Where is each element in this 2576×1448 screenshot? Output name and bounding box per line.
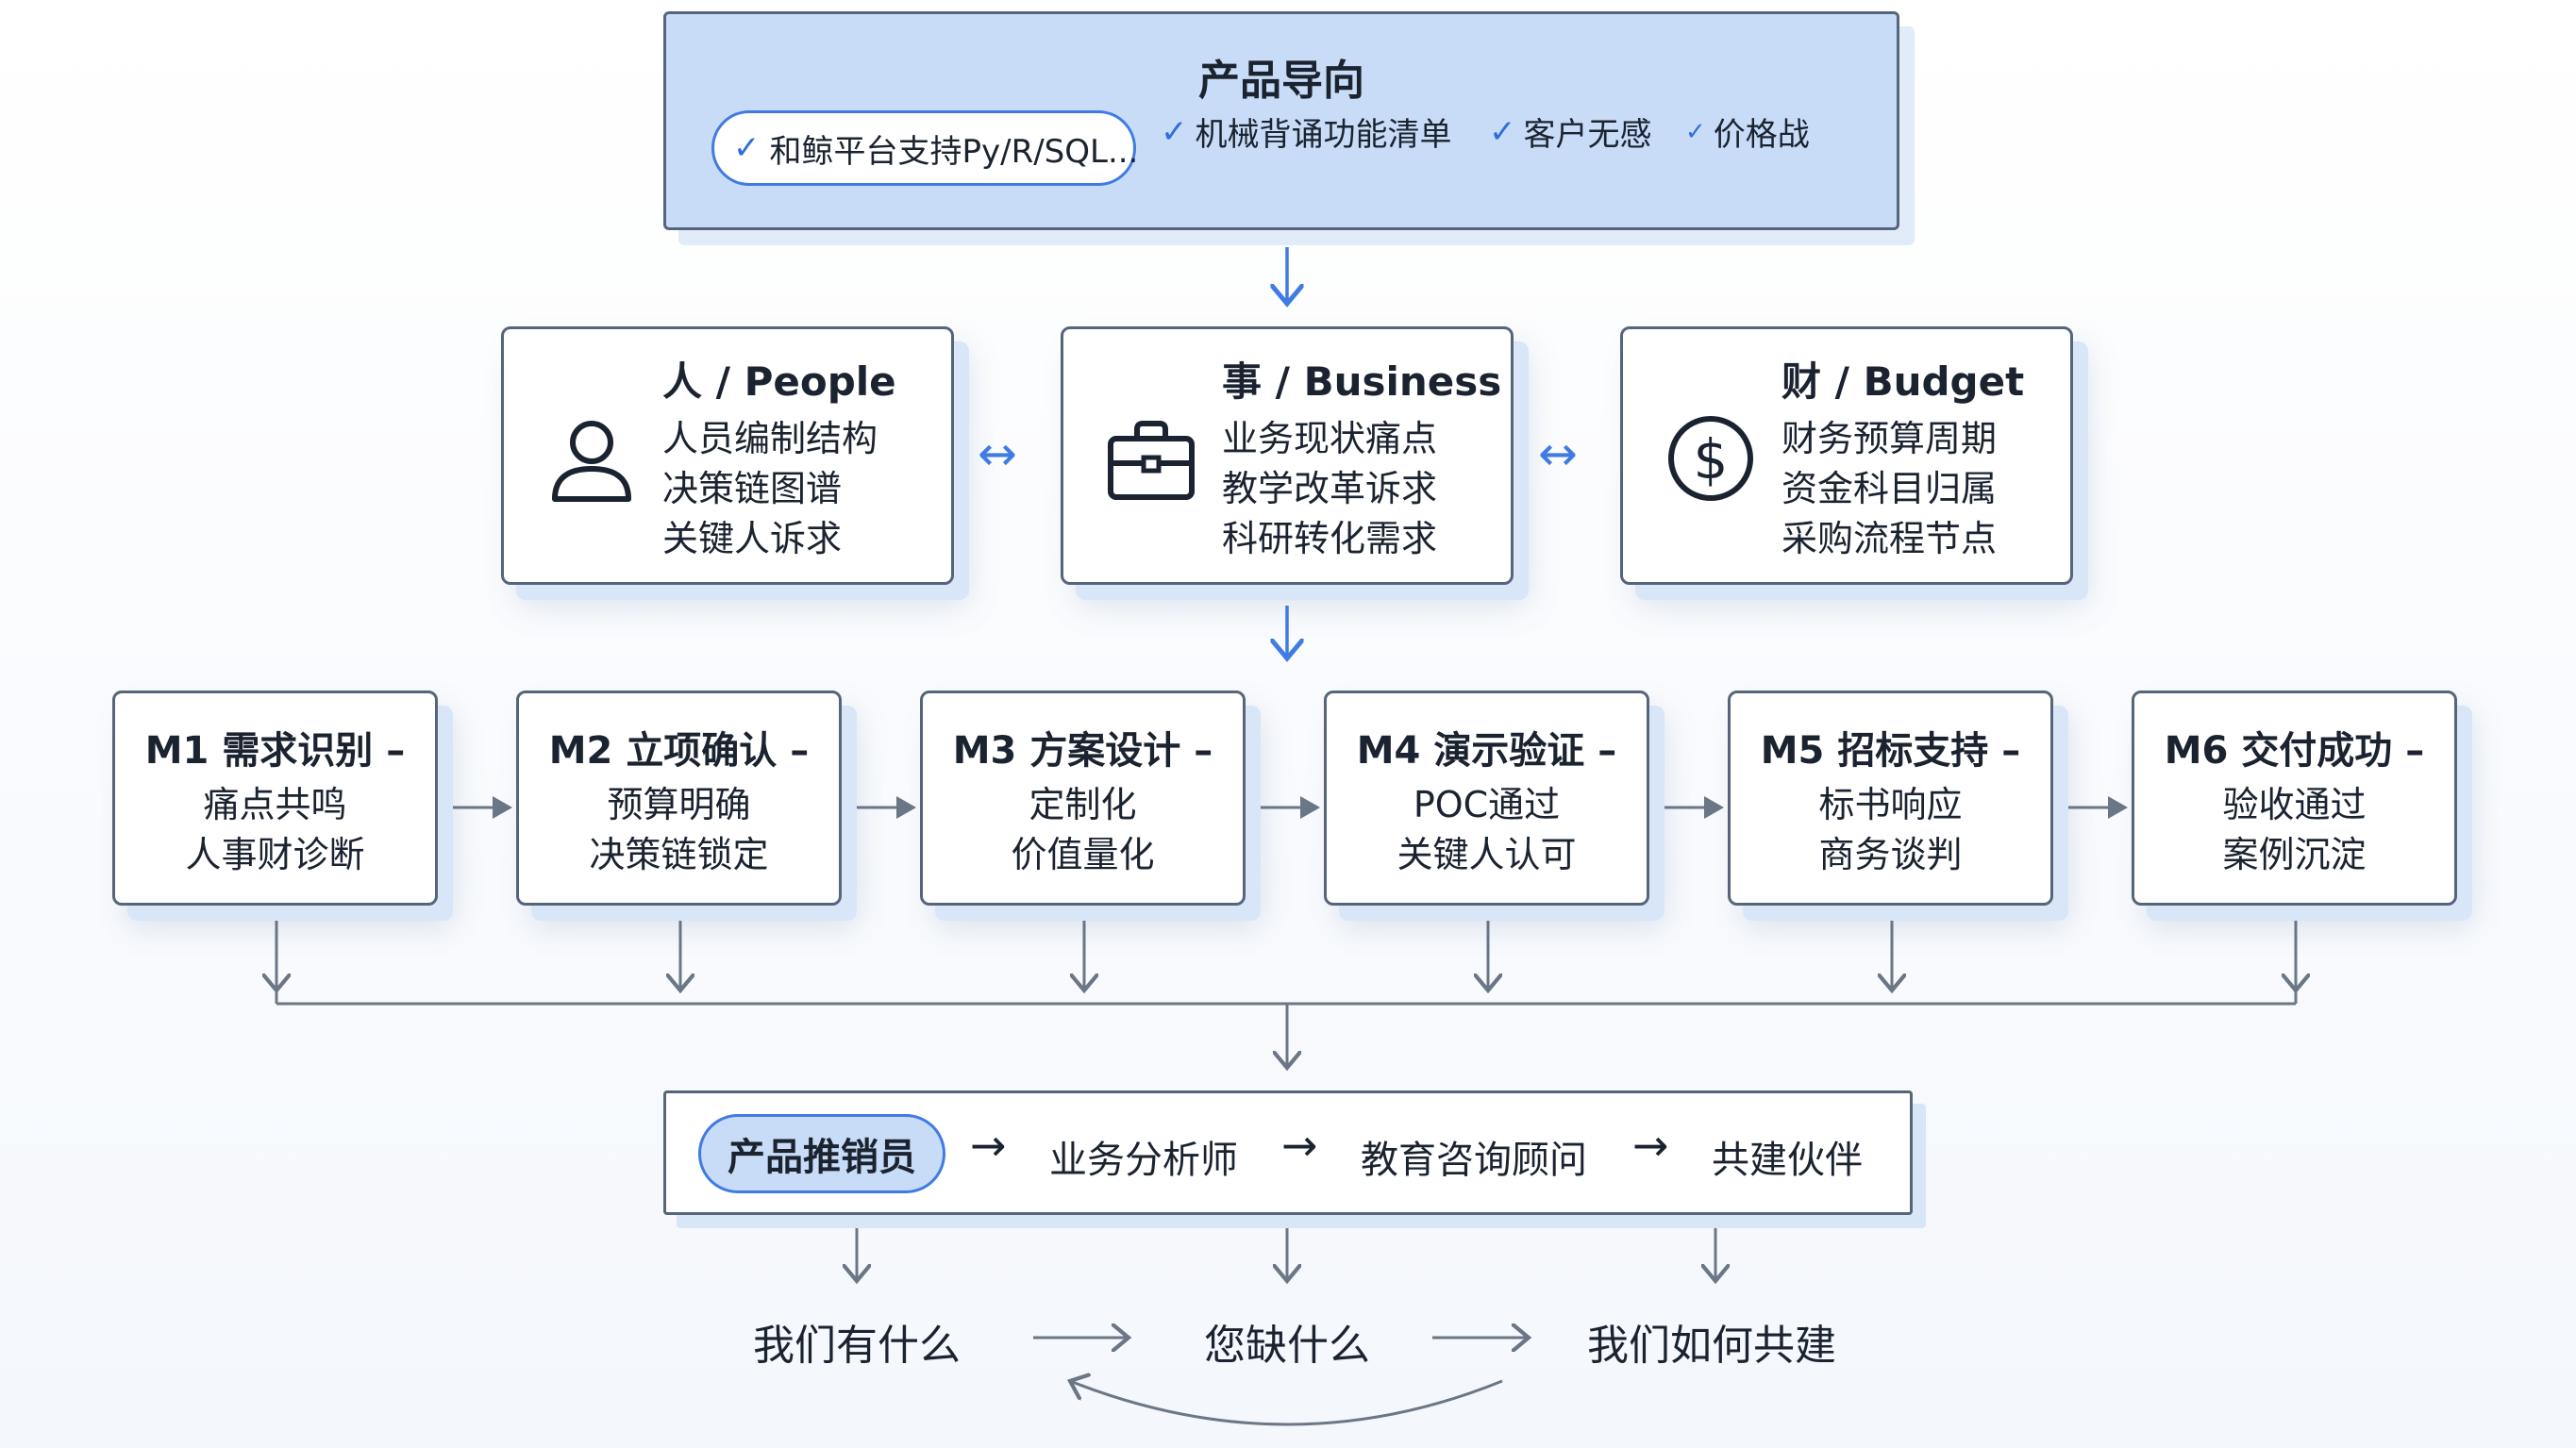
pillar-title: 人 / People	[662, 358, 896, 405]
check-icon: ✓	[1161, 112, 1188, 151]
pillar-line: 决策链图谱	[662, 468, 843, 509]
pillar-lines: 业务现状痛点 教学改革诉求 科研转化需求	[1222, 414, 1437, 564]
check-icon: ✓	[733, 129, 761, 167]
pillar-people: 人 / People 人员编制结构 决策链图谱 关键人诉求	[501, 326, 954, 585]
milestone-lines: POC通过 关键人认可	[1327, 780, 1647, 880]
milestone-title: M1 需求识别 –	[144, 729, 406, 773]
milestone-line: 价值量化	[1011, 834, 1155, 875]
pillar-line: 资金科目归属	[1781, 468, 1998, 509]
pillar-lines: 财务预算周期 资金科目归属 采购流程节点	[1781, 414, 1997, 564]
tag-customer-indifferent: ✓ 客户无感	[1489, 108, 1652, 155]
pillar-title: 事 / Business	[1222, 358, 1502, 405]
tag-pill-platform-support: ✓ 和鲸平台支持Py/R/SQL...	[711, 110, 1139, 186]
dollar-icon: $	[1668, 416, 1753, 501]
milestone-m1: M1 需求识别 – 痛点共鸣 人事财诊断	[112, 691, 438, 906]
double-arrow-people-business: ↔	[978, 426, 1017, 481]
milestone-title: M3 方案设计 –	[952, 729, 1213, 773]
person-icon	[552, 421, 631, 502]
milestone-line: 痛点共鸣	[203, 784, 347, 825]
pillar-line: 财务预算周期	[1781, 418, 1998, 459]
double-arrow-business-budget: ↔	[1538, 426, 1578, 481]
milestone-m4: M4 演示验证 – POC通过 关键人认可	[1324, 691, 1649, 906]
milestone-title: M6 交付成功 –	[2164, 729, 2425, 773]
tag-label: 和鲸平台支持Py/R/SQL...	[769, 132, 1139, 171]
milestone-line: 定制化	[1029, 784, 1137, 825]
milestone-title: M2 立项确认 –	[548, 729, 810, 773]
milestone-lines: 定制化 价值量化	[923, 780, 1243, 880]
milestone-m5: M5 招标支持 – 标书响应 商务谈判	[1728, 691, 2053, 906]
milestone-title: M5 招标支持 –	[1760, 729, 2021, 773]
bottom-step-co-build: 我们如何共建	[1587, 1322, 1836, 1370]
pillar-line: 关键人诉求	[662, 518, 843, 559]
check-icon: ✓	[1489, 112, 1516, 151]
role-arrow: →	[1281, 1120, 1318, 1171]
role-step: 教育咨询顾问	[1361, 1139, 1587, 1182]
milestone-line: 验收通过	[2222, 784, 2367, 825]
pillar-line: 业务现状痛点	[1222, 418, 1438, 459]
milestone-line: 人事财诊断	[185, 834, 365, 875]
milestone-line: 商务谈判	[1818, 834, 1963, 875]
milestone-line: 标书响应	[1818, 784, 1963, 825]
milestone-title: M4 演示验证 –	[1356, 729, 1617, 773]
role-arrow: →	[970, 1120, 1007, 1171]
product-orientation-banner: 产品导向 ✓ 和鲸平台支持Py/R/SQL... ✓ 机械背诵功能清单 ✓ 客户…	[663, 11, 1899, 230]
pillar-line: 科研转化需求	[1222, 518, 1438, 559]
milestone-line: POC通过	[1413, 784, 1561, 825]
briefcase-icon	[1108, 421, 1195, 500]
tag-label: 机械背诵功能清单	[1195, 116, 1452, 154]
milestone-lines: 痛点共鸣 人事财诊断	[115, 780, 435, 880]
loop-back-arc	[1070, 1381, 1503, 1426]
milestone-lines: 验收通过 案例沉淀	[2134, 780, 2454, 880]
banner-title: 产品导向	[1198, 57, 1364, 105]
tag-label: 客户无感	[1523, 116, 1652, 154]
milestone-lines: 预算明确 决策链锁定	[519, 780, 839, 880]
milestone-m2: M2 立项确认 – 预算明确 决策链锁定	[516, 691, 842, 906]
pillar-business: 事 / Business 业务现状痛点 教学改革诉求 科研转化需求	[1061, 326, 1514, 585]
milestone-line: 关键人认可	[1397, 834, 1577, 875]
role-step-current: 产品推销员	[698, 1114, 945, 1193]
tag-label: 价格战	[1713, 116, 1810, 154]
bottom-step-what-you-lack: 您缺什么	[1204, 1322, 1370, 1370]
role-step: 业务分析师	[1049, 1139, 1238, 1182]
pillar-line: 采购流程节点	[1781, 518, 1998, 559]
pillar-line: 人员编制结构	[662, 418, 878, 459]
milestone-line: 案例沉淀	[2222, 834, 2367, 875]
pillar-line: 教学改革诉求	[1222, 468, 1438, 509]
svg-text:$: $	[1694, 427, 1729, 491]
milestone-drop-lines	[276, 921, 2296, 1006]
pillar-lines: 人员编制结构 决策链图谱 关键人诉求	[662, 414, 878, 564]
pillar-budget: 财 / Budget $ 财务预算周期 资金科目归属 采购流程节点	[1620, 326, 2073, 585]
milestone-lines: 标书响应 商务谈判	[1731, 780, 2050, 880]
milestone-line: 预算明确	[607, 784, 751, 825]
milestone-m6: M6 交付成功 – 验收通过 案例沉淀	[2132, 691, 2457, 906]
check-icon: ✓	[1685, 117, 1706, 146]
tag-function-list: ✓ 机械背诵功能清单	[1161, 108, 1452, 155]
role-arrow: →	[1632, 1120, 1669, 1171]
role-step: 共建伙伴	[1712, 1139, 1863, 1182]
tag-price-war: ✓ 价格战	[1685, 108, 1810, 155]
pillar-title: 财 / Budget	[1781, 358, 2025, 405]
bottom-step-what-we-have: 我们有什么	[753, 1322, 961, 1370]
milestone-line: 决策链锁定	[589, 834, 769, 875]
role-evolution-path: 产品推销员 → 业务分析师 → 教育咨询顾问 → 共建伙伴	[663, 1090, 1913, 1215]
milestone-m3: M3 方案设计 – 定制化 价值量化	[920, 691, 1246, 906]
